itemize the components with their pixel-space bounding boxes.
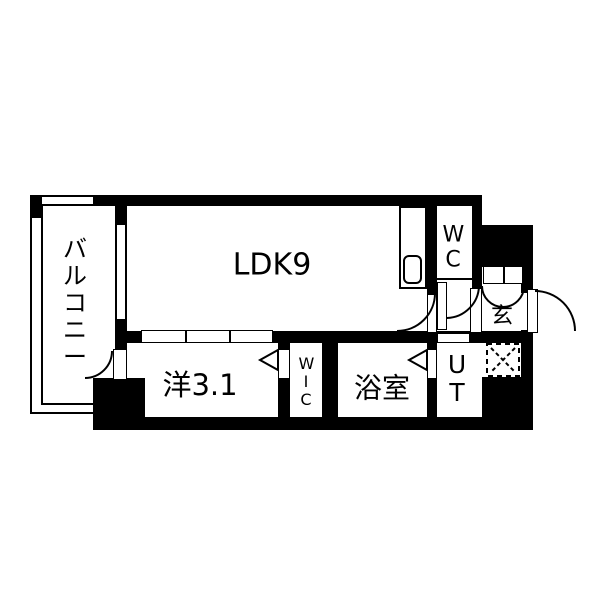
balcony-rail-inner-left	[41, 204, 43, 405]
wall-corner-bottom-right	[482, 377, 527, 430]
balcony-rail-outer-bottom	[30, 412, 96, 414]
wall-corner-top-left	[30, 195, 42, 218]
door-swing-arc-entrance	[534, 290, 576, 332]
ldk-western-sliding-door	[141, 330, 273, 343]
wall-top	[30, 195, 482, 206]
door-swing-arc-wc	[446, 285, 480, 319]
wall-wic-bath	[322, 331, 338, 430]
ut-label: UT	[447, 350, 467, 407]
door-swing-arc-storage-left	[481, 285, 504, 308]
door-direction-arrow-bath	[406, 348, 428, 372]
entrance-label: 玄	[490, 303, 514, 329]
wall-bottom	[93, 417, 533, 430]
ldk-balcony-window	[115, 225, 127, 319]
entrance-step	[470, 288, 482, 333]
balcony-label: バルコニー	[63, 234, 87, 371]
wc-label: WC	[442, 222, 465, 272]
kitchen-sink-icon	[403, 255, 422, 284]
wc-door-leaf	[437, 282, 447, 330]
wall-corner-top-right	[482, 225, 533, 267]
washing-machine-icon	[486, 343, 520, 377]
hall-ut-opening	[437, 333, 470, 343]
balcony-rail-outer-left	[30, 196, 32, 414]
door-swing-arc-ldk	[396, 292, 436, 332]
entrance-storage-cabinet	[483, 266, 523, 284]
cabinet-divider	[503, 267, 505, 283]
ldk-label: LDK9	[232, 247, 312, 283]
wall-ldk-wc	[427, 206, 437, 295]
door-swing-arc-western-balcony	[84, 350, 113, 379]
entrance-door-leaf	[527, 289, 538, 333]
bath-label: 浴室	[353, 371, 411, 405]
balcony-rail-inner-bottom	[41, 403, 98, 405]
wall-bath-ut	[427, 331, 437, 430]
western-balcony-door-opening	[113, 349, 127, 380]
wall-wc-right	[472, 206, 482, 288]
door-swing-arc-storage-right	[502, 285, 525, 308]
door-direction-arrow-wic	[257, 348, 279, 372]
sliding-door-divider	[229, 331, 231, 342]
wic-label: WIC	[298, 354, 315, 409]
western-room-label: 洋3.1	[162, 368, 238, 403]
ldk-hall-door-opening	[427, 295, 437, 332]
washing-machine-cross	[490, 347, 516, 373]
balcony-top-opening	[42, 195, 93, 206]
wc-threshold-line	[437, 278, 472, 280]
sliding-door-divider	[185, 331, 187, 342]
